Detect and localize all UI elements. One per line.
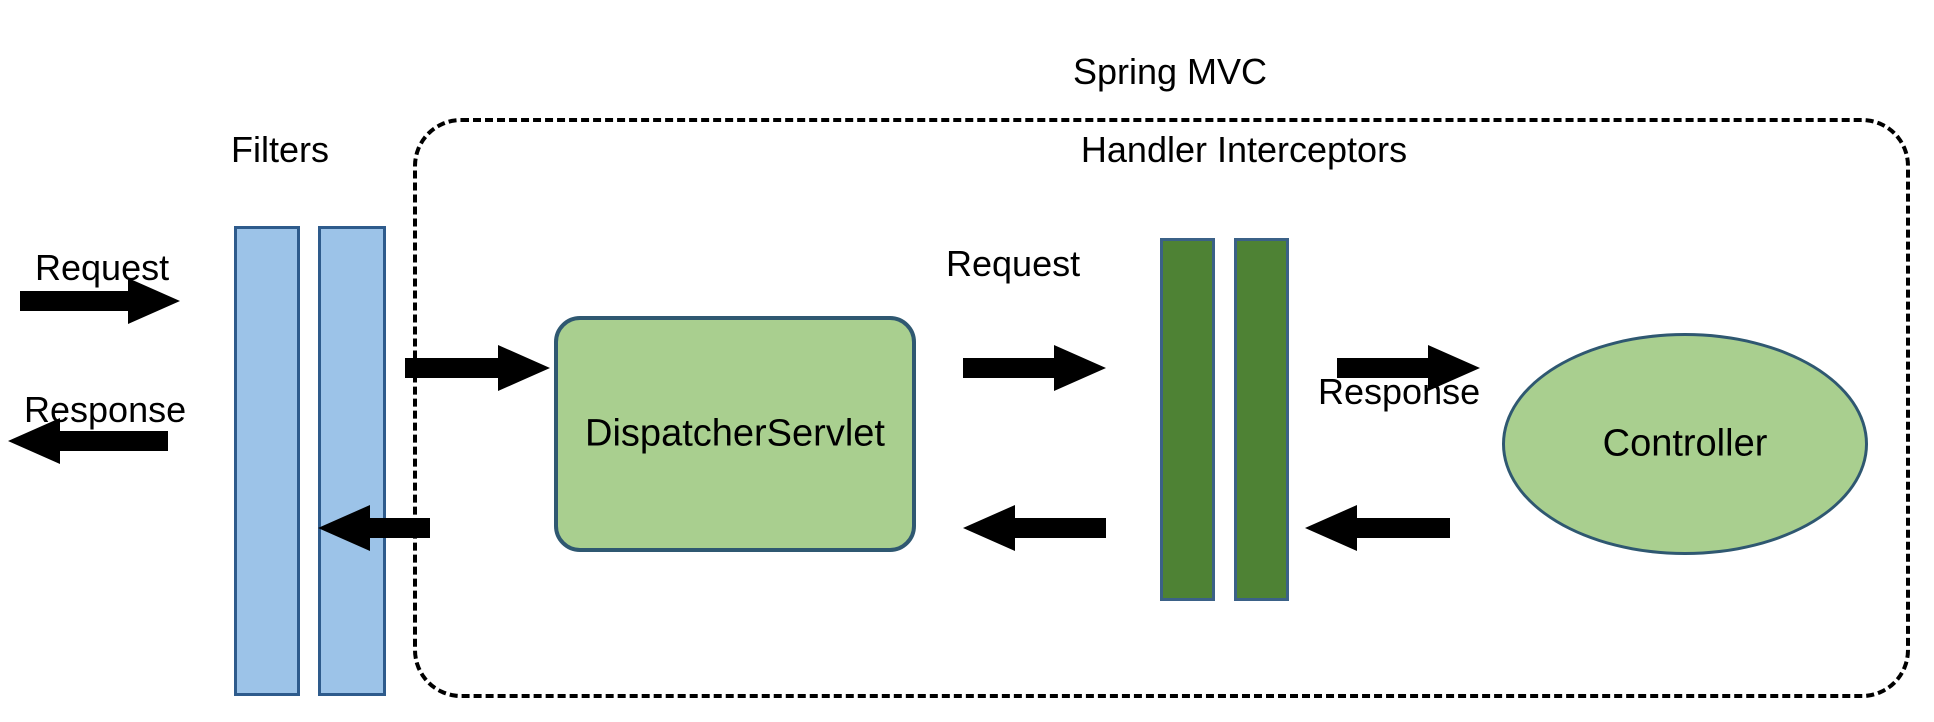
filter-bar-2[interactable]: [318, 226, 386, 696]
interceptor-bar-1[interactable]: [1160, 238, 1215, 601]
interceptor-bar-2[interactable]: [1234, 238, 1289, 601]
dispatcher-servlet-label: DispatcherServlet: [585, 412, 885, 455]
controller-label: Controller: [1602, 422, 1768, 465]
spring-mvc-boundary: [413, 118, 1910, 698]
response-outer-label: Response: [24, 389, 187, 430]
dispatcher-servlet-node[interactable]: DispatcherServlet: [554, 316, 916, 552]
arrow-response-dispatcher-to-filters: [318, 505, 430, 551]
arrow-response-interceptors-to-dispatcher: [963, 505, 1106, 551]
handler-interceptors-label: Handler Interceptors: [1080, 129, 1408, 170]
arrow-request-dispatcher-to-interceptors: [963, 345, 1106, 391]
controller-node[interactable]: Controller: [1502, 333, 1868, 555]
arrow-request-client-to-filters: [20, 278, 180, 324]
arrow-response-controller-to-interceptors: [1305, 505, 1450, 551]
request-outer-label: Request: [35, 247, 170, 288]
arrow-response-filters-to-client: [8, 418, 168, 464]
arrow-filters-to-dispatcher: [405, 345, 550, 391]
arrow-interceptors-to-controller: [1337, 345, 1480, 391]
filters-label: Filters: [231, 129, 329, 170]
filter-bar-1[interactable]: [234, 226, 300, 696]
request-inner-label: Request: [946, 243, 1081, 284]
spring-mvc-label: Spring MVC: [1072, 51, 1268, 92]
